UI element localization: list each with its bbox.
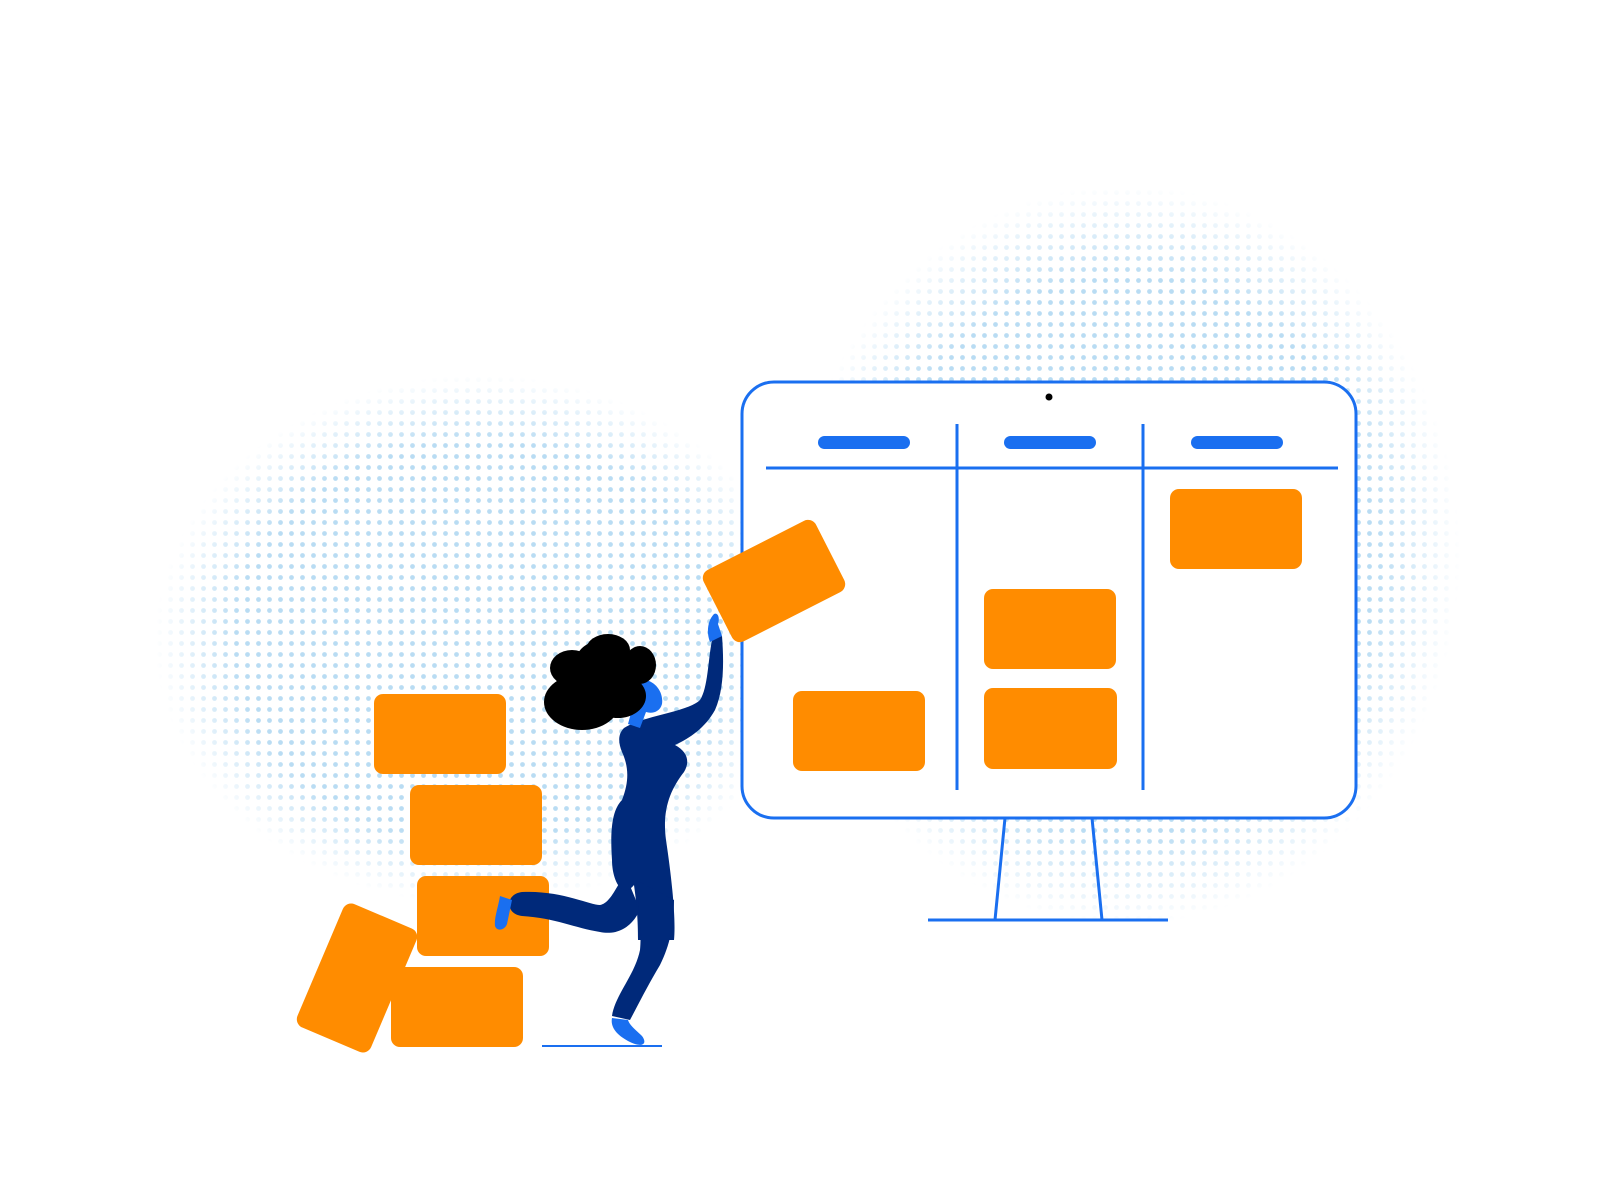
fallen-card — [296, 903, 418, 1053]
monitor-stand-right — [1090, 817, 1104, 921]
board-card — [984, 589, 1116, 669]
person-front-foot — [611, 1018, 645, 1045]
column-header-placeholder — [1004, 436, 1096, 449]
stacked-card — [410, 785, 542, 865]
person — [494, 613, 724, 1047]
kanban-board — [766, 424, 1338, 790]
monitor — [740, 380, 1358, 922]
board-card — [793, 691, 925, 771]
monitor-camera — [1045, 393, 1053, 401]
card-in-hand — [702, 519, 846, 643]
person-back-leg — [509, 876, 640, 933]
board-card — [984, 688, 1117, 769]
stacked-card — [374, 694, 506, 774]
person-torso — [611, 636, 724, 940]
person-hand — [707, 613, 722, 642]
stacked-card — [391, 967, 523, 1047]
person-front-leg — [612, 880, 674, 1020]
column-header-placeholder — [1191, 436, 1283, 449]
board-card — [1170, 489, 1302, 569]
monitor-stand-left — [993, 817, 1007, 921]
person-back-foot — [494, 896, 512, 930]
person-face — [628, 679, 663, 728]
person-hair — [544, 634, 656, 730]
column-header-placeholder — [818, 436, 910, 449]
